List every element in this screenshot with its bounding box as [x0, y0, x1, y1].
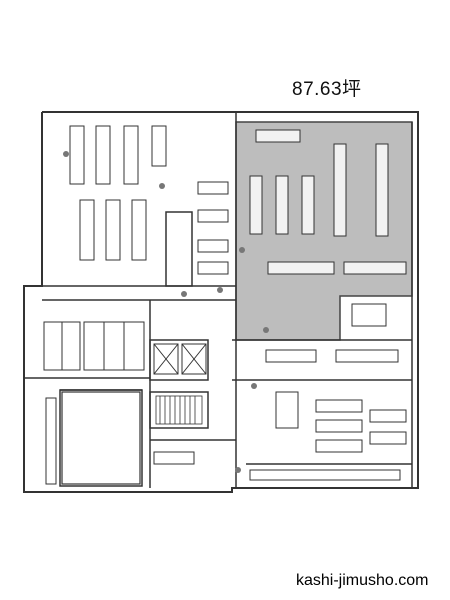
storage-room	[61, 391, 141, 485]
desk-cluster-gray	[249, 129, 407, 275]
restrooms	[43, 321, 145, 485]
elevators	[153, 343, 207, 375]
desk-cluster-left-bottom	[79, 199, 147, 261]
desk-cluster-lower-right	[153, 303, 407, 481]
plant-markers	[63, 151, 269, 473]
site-watermark: kashi-jimusho.com	[296, 572, 429, 589]
desk-cluster-mid	[197, 181, 229, 275]
internal-walls	[24, 112, 413, 488]
floor-area-label: 87.63坪	[292, 79, 362, 100]
desk-cluster-left-top	[69, 125, 167, 185]
building-outline	[23, 111, 419, 493]
stairs	[155, 395, 203, 425]
